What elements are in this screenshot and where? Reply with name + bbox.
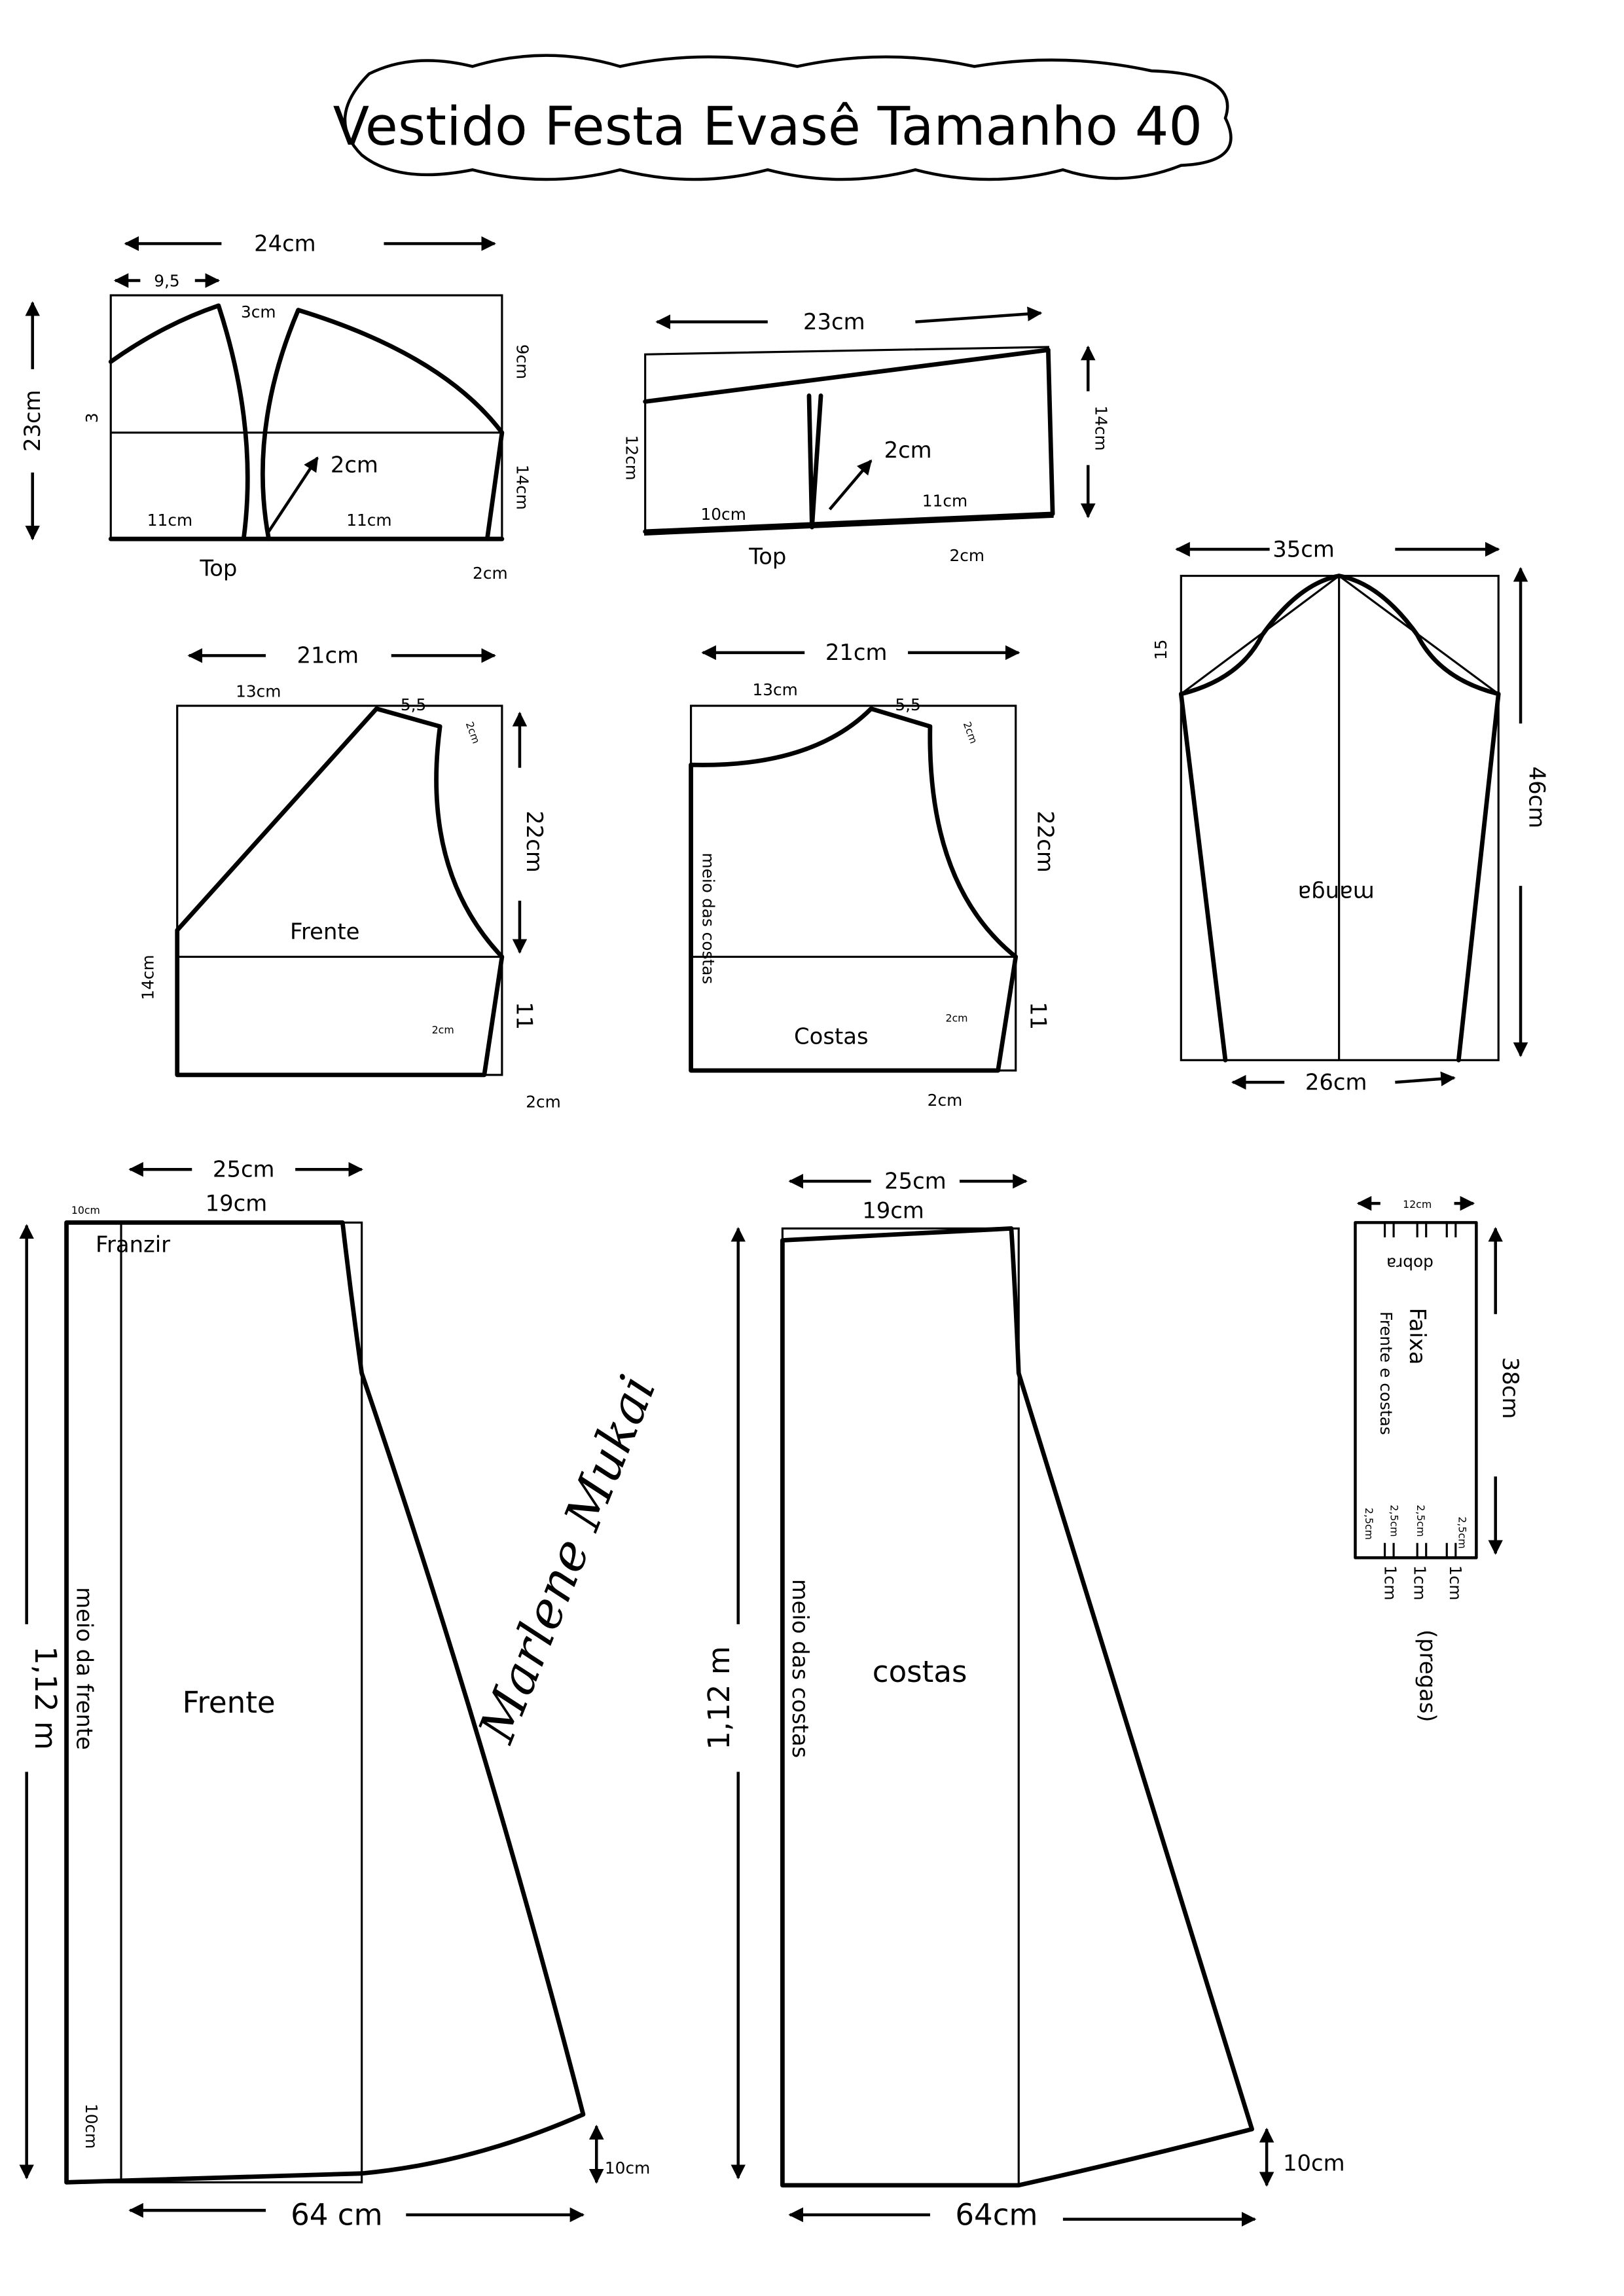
bodice-front-shoulder: 5,5	[401, 695, 426, 714]
top-front-bottom-right: 11cm	[346, 511, 391, 530]
bodice-front-armhole-height: 22cm	[522, 811, 547, 873]
top-front-bottom-left: 11cm	[147, 511, 192, 530]
top-back-height-right: 14cm	[1092, 405, 1111, 450]
bodice-back-side-in: 2cm	[928, 1091, 963, 1110]
skirt-front-bottom-width: 64 cm	[291, 2198, 382, 2232]
top-front-armhole-depth: 9cm	[513, 344, 532, 380]
sleeve-label: manga	[1297, 881, 1374, 906]
top-front-side-height: 14cm	[513, 465, 532, 510]
skirt-front-top-width: 25cm	[213, 1156, 275, 1182]
sleeve-length: 46cm	[1525, 767, 1550, 829]
bodice-front-waist-in: 2cm	[432, 1024, 454, 1036]
band-pleat-spacing-3: 2,5cm	[1415, 1504, 1427, 1537]
piece-skirt-front: 25cm 10cm 19cm Franzir 1,12 m meio da fr…	[19, 1156, 650, 2232]
top-back-dart-width: 2cm	[884, 437, 932, 463]
piece-bodice-back: 21cm 13cm 5,5 2cm 22cm meio das costas C…	[689, 640, 1058, 1110]
top-back-side-in: 2cm	[950, 546, 985, 565]
band-pleat-spacing-1: 2,5cm	[1363, 1508, 1375, 1540]
bodice-front-center-height: 14cm	[139, 955, 158, 1000]
skirt-front-gather-label: Franzir	[96, 1231, 170, 1257]
top-front-neck-drop: 3	[82, 412, 101, 423]
skirt-back-hem-right: 10cm	[1283, 2150, 1345, 2176]
bodice-front-label: Frente	[290, 919, 359, 944]
top-front-width: 24cm	[254, 230, 316, 256]
top-back-bottom-left: 10cm	[701, 505, 746, 524]
bodice-back-width: 21cm	[825, 640, 888, 665]
skirt-back-top-width: 25cm	[884, 1169, 947, 1194]
band-label: Faixa	[1405, 1307, 1430, 1364]
bodice-back-label: Costas	[794, 1024, 869, 1049]
skirt-back-fold-label: meio das costas	[787, 1579, 813, 1758]
skirt-front-hem-left: 10cm	[82, 2104, 101, 2149]
top-back-label: Top	[748, 544, 786, 570]
band-pleat-depth-2: 1cm	[1411, 1565, 1430, 1601]
band-length: 38cm	[1498, 1357, 1523, 1419]
skirt-front-length: 1,12 m	[28, 1646, 63, 1750]
piece-top-front: 24cm 9,5 3cm 23cm 3 9cm 14cm 2cm 11cm 11…	[20, 230, 532, 583]
band-pleat-note: (pregas)	[1415, 1630, 1441, 1722]
top-front-dart-gap: 3cm	[241, 302, 276, 321]
top-front-label: Top	[199, 556, 237, 581]
skirt-front-gather-width: 10cm	[71, 1204, 100, 1216]
bodice-front-side-height: 11	[511, 1002, 537, 1030]
skirt-front-label: Frente	[183, 1685, 276, 1720]
bodice-back-shoulder: 5,5	[895, 695, 920, 714]
piece-sleeve: 35cm 15 46cm manga 26cm	[1151, 536, 1550, 1095]
band-pleat-spacing-4: 2,5cm	[1456, 1516, 1468, 1548]
piece-top-back: 23cm 14cm 12cm 10cm 2cm 11cm Top 2cm	[622, 306, 1111, 570]
band-sub-label: Frente e costas	[1377, 1311, 1396, 1435]
top-front-side-in: 2cm	[473, 564, 508, 583]
bodice-front-width: 21cm	[297, 643, 359, 668]
sleeve-bottom-width: 26cm	[1305, 1069, 1367, 1095]
skirt-back-top-inner: 19cm	[862, 1198, 924, 1224]
sleeve-width: 35cm	[1272, 536, 1335, 562]
band-pleat-spacing-2: 2,5cm	[1388, 1504, 1401, 1537]
title-cloud: Vestido Festa Evasê Tamanho 40	[333, 54, 1233, 181]
skirt-front-top-inner: 19cm	[206, 1190, 268, 1216]
top-back-width: 23cm	[803, 309, 865, 335]
band-pleat-depth-1: 1cm	[1381, 1565, 1400, 1601]
top-front-height: 23cm	[20, 390, 45, 452]
band-width: 12cm	[1403, 1198, 1432, 1211]
bodice-front-neck-width: 13cm	[236, 682, 281, 701]
skirt-back-bottom-width: 64cm	[955, 2198, 1038, 2232]
top-back-height-left: 12cm	[622, 435, 641, 480]
skirt-back-label: costas	[873, 1654, 967, 1689]
page-title: Vestido Festa Evasê Tamanho 40	[333, 96, 1202, 158]
bodice-back-side-height: 11	[1025, 1002, 1051, 1030]
sleeve-cap-height: 15	[1151, 640, 1170, 661]
band-fold-label: dobra	[1386, 1254, 1434, 1273]
band-pleat-depth-3: 1cm	[1446, 1565, 1465, 1601]
skirt-front-fold-label: meio da frente	[71, 1587, 97, 1750]
piece-bodice-front: 21cm 13cm 5,5 2cm 22cm Frente 14cm 11 2c…	[139, 643, 561, 1112]
bodice-back-fold-label: meio das costas	[699, 852, 718, 984]
bodice-back-armhole-height: 22cm	[1033, 811, 1058, 873]
piece-skirt-back: 25cm 19cm 1,12 m meio das costas costas …	[702, 1169, 1344, 2232]
skirt-back-length: 1,12 m	[702, 1646, 736, 1750]
top-front-neck-offset: 9,5	[154, 272, 179, 291]
bodice-front-side-in: 2cm	[526, 1092, 561, 1111]
top-front-dart-width: 2cm	[331, 452, 378, 478]
piece-band: 12cm dobra Faixa Frente e costas 38cm 2,…	[1354, 1195, 1523, 1722]
top-back-bottom-right: 11cm	[922, 492, 967, 511]
skirt-front-hem-right: 10cm	[605, 2159, 650, 2178]
bodice-back-waist-in: 2cm	[945, 1012, 967, 1025]
bodice-back-neck-width: 13cm	[752, 680, 797, 699]
